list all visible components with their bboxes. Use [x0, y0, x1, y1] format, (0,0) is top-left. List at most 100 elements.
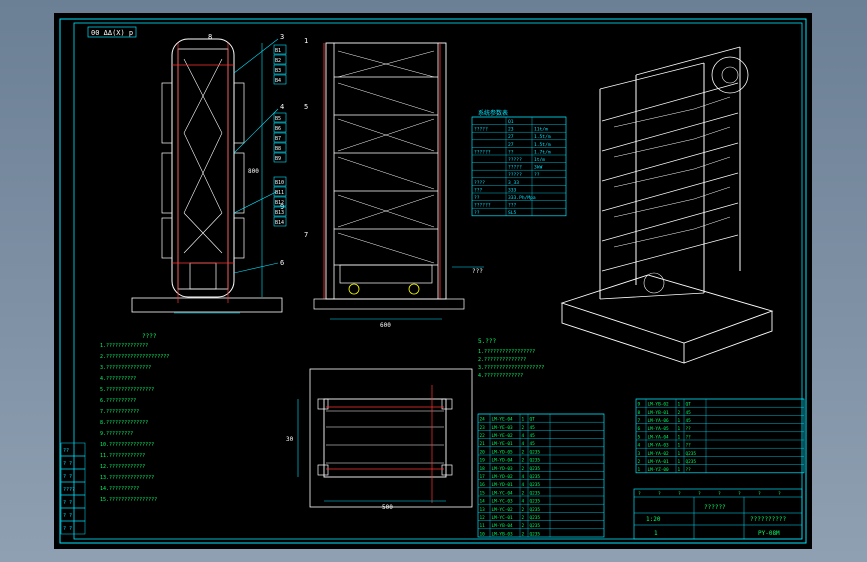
bom-cell: 1 [678, 434, 681, 440]
tag-box [273, 132, 287, 143]
tech-requirements: 1.??????????????2.?????????????????????3… [100, 343, 169, 503]
tech-line: 1.?????????????? [100, 343, 148, 349]
spec-cell: 3_33 [508, 180, 519, 186]
revision-row: ???????? [638, 491, 781, 497]
spec-cell: 333.Ph/Mpa [508, 195, 536, 201]
bom-cell: LM-YB-02 [648, 402, 670, 408]
plan-side-dim: 30 [286, 436, 294, 443]
bom-cell: 45 [530, 441, 536, 447]
margin-cell: ???? [63, 487, 75, 493]
tech-line: 14.?????????? [100, 486, 139, 492]
bom-cell: QT [686, 402, 692, 408]
bom-cell: Q235 [530, 474, 541, 480]
tech-line: 3.??????????????? [100, 365, 151, 371]
margin-cell: ? ? [63, 526, 72, 532]
callout-4: 4 [280, 103, 284, 111]
tag-box-label: B6 [275, 126, 281, 132]
title-name: ?????????? [750, 516, 787, 523]
spec-cell: Q1 [508, 119, 514, 125]
rev-cell: ? [758, 491, 761, 497]
rev-cell: ? [698, 491, 701, 497]
title-drawing-no: PY-08M [758, 530, 780, 537]
bom-cell: 3 [638, 451, 641, 457]
tag-box-label: B1 [275, 48, 281, 54]
bom-cell: Q235 [686, 459, 697, 465]
bom-cell: LM-YE-01 [492, 441, 514, 447]
ground-note: ??? [472, 268, 483, 275]
bom-cell: Q235 [530, 458, 541, 464]
bom-cell: LM-YB-03 [492, 531, 514, 537]
tag-box [273, 64, 287, 75]
bom-cell: Q235 [530, 482, 541, 488]
tag-box [273, 152, 287, 163]
bom-cell: LM-YB-04 [492, 523, 514, 529]
bom-cell: 19 [480, 458, 486, 464]
tag-box [273, 176, 287, 187]
bom-cell: 23 [480, 425, 486, 431]
tag-box [273, 216, 287, 227]
side-width-dim: 600 [380, 322, 391, 329]
bom-cell: LM-YD-03 [492, 466, 514, 472]
bom-cell: 20 [480, 449, 486, 455]
spec-cell: 1.7t/m [534, 149, 551, 155]
rev-cell: ? [658, 491, 661, 497]
left-margin-table: ??? ?? ?????? ?? ?? ? [60, 442, 86, 535]
bom-cell: LM-YC-02 [492, 507, 514, 513]
tech-line: 12.???????????? [100, 464, 145, 470]
tag-box-label: B13 [275, 210, 284, 216]
tag-box-label: B9 [275, 156, 281, 162]
tech-line: 10.??????????????? [100, 442, 154, 448]
tech-line: 8.?????????????? [100, 420, 148, 426]
bom-cell: Q235 [530, 515, 541, 521]
bom-cell: 2 [522, 531, 525, 537]
spec-cell: ?? [474, 210, 480, 216]
bom-cell: LM-YC-04 [492, 490, 514, 496]
rev-cell: ? [738, 491, 741, 497]
bom-cell: 9 [638, 402, 641, 408]
bom-cell: LM-YA-01 [648, 459, 670, 465]
spec-cell: 23 [508, 127, 514, 133]
bom-cell: 2 [522, 458, 525, 464]
tag-box-label: B14 [275, 220, 284, 226]
bom-cell: 24 [480, 417, 486, 423]
front-callouts [233, 38, 279, 274]
spec-cell: ??? [508, 203, 517, 209]
bom-cell: 1 [678, 426, 681, 432]
tag-box-label: B7 [275, 136, 281, 142]
note-line: 2.?????????????? [478, 357, 526, 363]
spec-cell: ??? [474, 187, 483, 193]
bom-cell: 11 [480, 523, 486, 529]
title-block [633, 488, 803, 540]
tech-line: 7.??????????? [100, 409, 139, 415]
bom-cell: LM-YA-06 [648, 418, 670, 424]
bom-cell: LM-YD-01 [492, 482, 514, 488]
tech-line: 9.????????? [100, 431, 133, 437]
bom-cell: 1 [678, 418, 681, 424]
bom-cell: LM-YZ-00 [648, 467, 670, 473]
bom-cell: 12 [480, 515, 486, 521]
bom-cell: Q235 [530, 523, 541, 529]
bom-cell: 4 [522, 499, 525, 505]
margin-cell: ? ? [63, 474, 72, 480]
bom-cell: 2 [522, 507, 525, 513]
tag-box-label: B10 [275, 180, 284, 186]
spec-cell: 1.5t/m [534, 134, 551, 140]
bom-cell: 2 [522, 425, 525, 431]
bom-cell: 1 [678, 467, 681, 473]
tag-box [273, 122, 287, 133]
tag-box-label: B12 [275, 200, 284, 206]
bom-cell: 17 [480, 474, 486, 480]
spec-cell: ????? [508, 157, 522, 163]
bom-cell: LM-YE-03 [492, 425, 514, 431]
title-scale: 1:20 [646, 516, 661, 523]
bom-cell: 13 [480, 507, 486, 513]
bom-cell: 1 [678, 402, 681, 408]
margin-cell: ? ? [63, 500, 72, 506]
bom-cell: 4 [522, 441, 525, 447]
bom-cell: Q235 [530, 499, 541, 505]
bom-cell: 1 [678, 459, 681, 465]
bom-cell: ?? [686, 426, 692, 432]
